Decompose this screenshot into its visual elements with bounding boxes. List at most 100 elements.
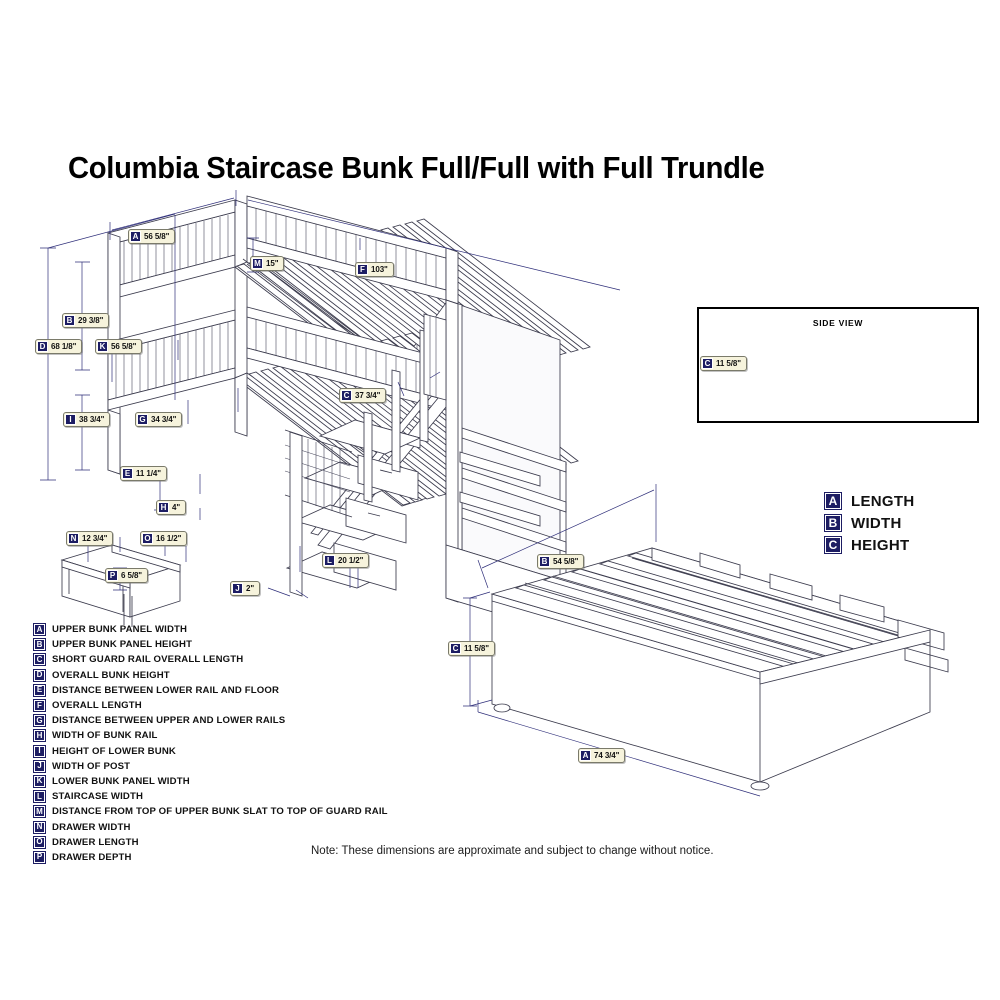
callout-badge: G: [137, 414, 148, 425]
callout-value: 103": [371, 264, 388, 274]
callout-badge: B: [64, 315, 75, 326]
callout-value: 68 1/8": [51, 341, 77, 351]
legend-badge: C: [33, 653, 46, 667]
callout-value: 11 5/8": [716, 358, 741, 368]
legend-badge: J: [33, 759, 46, 773]
legend-badge: M: [33, 805, 46, 819]
legend-label: STAIRCASE WIDTH: [52, 791, 144, 803]
legend-row-d: D OVERALL BUNK HEIGHT: [33, 668, 388, 683]
legend-label: UPPER BUNK PANEL WIDTH: [52, 624, 188, 636]
legend-badge: B: [33, 638, 46, 652]
legend-label: LOWER BUNK PANEL WIDTH: [52, 775, 190, 787]
side-view-title: SIDE VIEW: [812, 318, 864, 328]
legend-label: DISTANCE BETWEEN UPPER AND LOWER RAILS: [52, 715, 286, 727]
legend-label: DRAWER LENGTH: [52, 836, 139, 848]
callout-value: 16 1/2": [156, 533, 182, 543]
legend-row-e: E DISTANCE BETWEEN LOWER RAIL AND FLOOR: [33, 683, 388, 698]
legend-row-p: P DRAWER DEPTH: [33, 850, 388, 865]
legend-badge: P: [33, 850, 46, 864]
callout-badge: O: [142, 533, 153, 544]
callout-badge: C: [702, 358, 713, 369]
legend-badge: O: [33, 835, 46, 849]
callout-badge: E: [122, 468, 133, 479]
legend-row-l: L STAIRCASE WIDTH: [33, 789, 388, 804]
callout-badge: C: [450, 643, 461, 654]
callout-value: 20 1/2": [338, 555, 364, 565]
callout-sideview-C: C 11 5/8": [700, 356, 747, 371]
legend-label: WIDTH OF POST: [52, 760, 131, 772]
callout-badge: A: [580, 750, 591, 761]
abc-key-label: WIDTH: [851, 514, 902, 532]
callout-value: 29 3/8": [78, 315, 104, 325]
callout-badge: C: [341, 390, 352, 401]
legend-label: DISTANCE BETWEEN LOWER RAIL AND FLOOR: [52, 684, 280, 696]
callout-badge: A: [130, 231, 141, 242]
legend-badge: D: [33, 668, 46, 682]
abc-key-badge: C: [824, 536, 842, 554]
legend-label: SHORT GUARD RAIL OVERALL LENGTH: [52, 654, 244, 666]
legend-badge: L: [33, 790, 46, 804]
legend-row-i: I HEIGHT OF LOWER BUNK: [33, 744, 388, 759]
legend-badge: E: [33, 683, 46, 697]
legend-badge: I: [33, 744, 46, 758]
callout-badge: D: [37, 341, 48, 352]
callout-value: 15": [266, 258, 279, 268]
callout-value: 37 3/4": [355, 390, 381, 400]
legend-badge: F: [33, 699, 46, 713]
trundle-drawing: [490, 547, 949, 791]
callout-badge: J: [232, 583, 243, 594]
callout-badge: N: [68, 533, 79, 544]
callout-value: 4": [172, 502, 181, 512]
legend-badge: H: [33, 729, 46, 743]
callout-badge: H: [158, 502, 169, 513]
callout-value: 11 5/8": [464, 643, 489, 653]
legend-label: OVERALL BUNK HEIGHT: [52, 669, 170, 681]
abc-key-label: HEIGHT: [851, 536, 910, 554]
abc-key-badge: B: [824, 514, 842, 532]
bunk-dimension-lines: [40, 190, 621, 599]
callout-value: 56 5/8": [111, 341, 137, 351]
callout-value: 2": [246, 583, 255, 593]
legend-badge: K: [33, 774, 46, 788]
abc-key-row-c: C HEIGHT: [824, 534, 914, 556]
legend-label: DRAWER DEPTH: [52, 851, 132, 863]
page-title: Columbia Staircase Bunk Full/Full with F…: [68, 150, 765, 185]
callout-badge: L: [324, 555, 335, 566]
callout-value: 38 3/4": [79, 414, 105, 424]
callout-badge: I: [65, 414, 76, 425]
legend-label: DISTANCE FROM TOP OF UPPER BUNK SLAT TO …: [52, 806, 388, 818]
callout-value: 6 5/8": [121, 570, 142, 580]
drawer-detail-drawing: [60, 544, 182, 627]
callout-value: 56 5/8": [144, 231, 170, 241]
legend-row-o: O DRAWER LENGTH: [33, 835, 388, 850]
legend-badge: N: [33, 820, 46, 834]
disclaimer-note: Note: These dimensions are approximate a…: [311, 845, 714, 857]
callout-badge: M: [252, 258, 263, 269]
callout-badge: B: [539, 556, 550, 567]
legend-label: HEIGHT OF LOWER BUNK: [52, 745, 176, 757]
callout-value: 54 5/8": [553, 556, 579, 566]
callout-value: 34 3/4": [151, 414, 177, 424]
legend-row-c: C SHORT GUARD RAIL OVERALL LENGTH: [33, 652, 388, 667]
